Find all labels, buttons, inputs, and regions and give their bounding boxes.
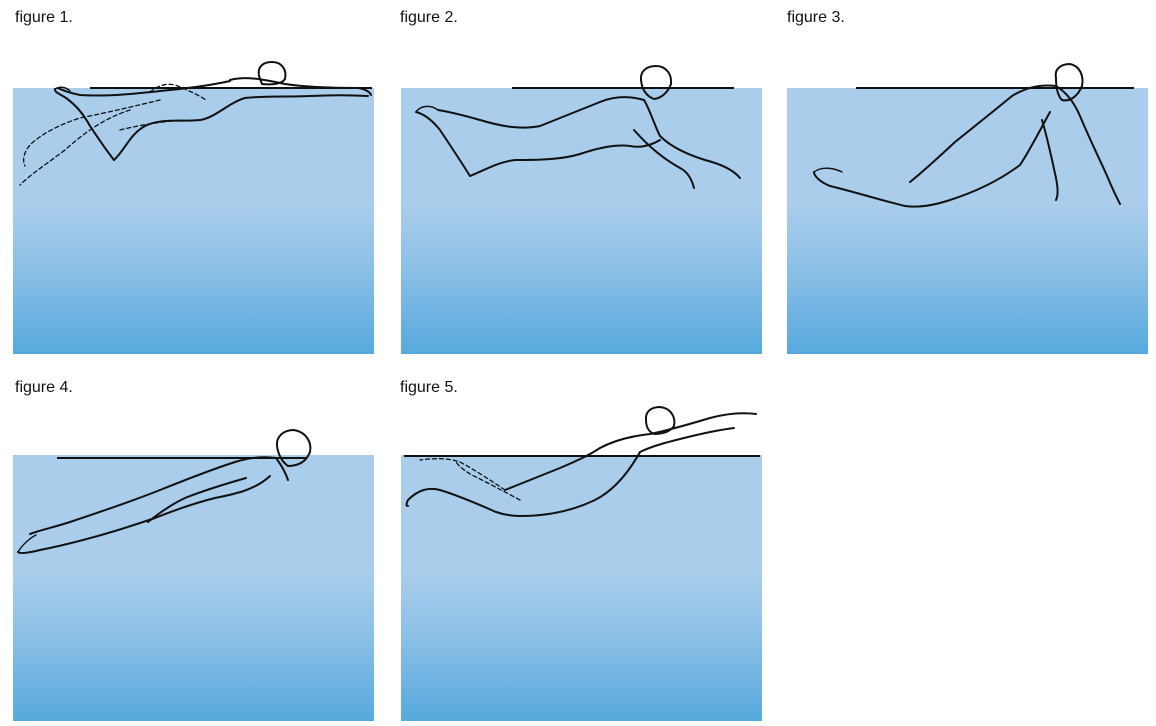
figure-3-head [1054,63,1084,102]
figure-2-back-line [437,101,601,129]
figure-3-caption: figure 3. [787,9,845,26]
figure-4-belly-leg [17,475,271,555]
figure-1-foot [54,86,71,92]
figure-4-back-line [29,461,236,535]
figure-1-back-leg [57,80,231,97]
figure-1-swimmer-drawing [19,61,372,186]
figure-3-feet [813,167,843,173]
figure-3-legs [813,171,906,207]
figure-5-upper-arm [599,412,757,449]
figure-4-feet [17,534,37,553]
figure-4-caption: figure 4. [15,379,73,396]
figure-1-back-arm [229,77,372,96]
figure-5-dashed-leg-b [455,461,521,501]
figure-2-shin [415,111,471,177]
figure-3-left-arm [1041,119,1059,201]
figure-1-dashed-leg-b [19,109,131,186]
figure-2-head [639,65,673,100]
figure-5-water-panel [401,455,762,721]
figure-5-back-line [504,447,601,491]
figure-5-lower-arm [639,427,735,453]
figure-1-water-panel [13,88,374,354]
figure-1-shin [53,88,115,161]
figure-2-swimmer-drawing [415,65,741,189]
figure-4-arm [147,477,247,523]
figure-2-belly-leg [469,139,661,177]
figure-2-caption: figure 2. [400,9,458,26]
figure-4-water-panel [13,455,374,721]
figure-5-swimmer-drawing [404,406,760,517]
figure-3-back-line [909,95,1013,183]
figure-1-dashed-hip [149,83,207,101]
figure-5-legs [405,487,497,513]
figure-1-under-arm [244,94,369,99]
figure-1-belly-thigh [113,97,246,161]
figure-3-swimmer-drawing [813,63,1134,208]
figure-1-caption: figure 1. [15,9,73,26]
figure-3-belly [904,111,1051,208]
figure-4-swimmer-drawing [17,429,312,555]
figure-3-right-arm [1011,84,1121,205]
figure-4-shoulder [234,456,289,481]
figure-1-head [257,61,287,86]
figure-5-head [644,406,676,435]
figure-2-lower-arm [633,129,695,189]
figure-1-dashed-knee [119,119,181,131]
figure-5-dashed-leg-a [419,458,506,491]
figure-4-head [275,429,312,467]
figure-5-caption: figure 5. [400,379,458,396]
figure-2-upper-arm [599,96,741,179]
figure-2-foot [415,105,439,113]
figure-2-water-panel [401,88,762,354]
figure-1-dashed-leg-a [23,99,161,167]
figure-5-belly [495,451,641,517]
